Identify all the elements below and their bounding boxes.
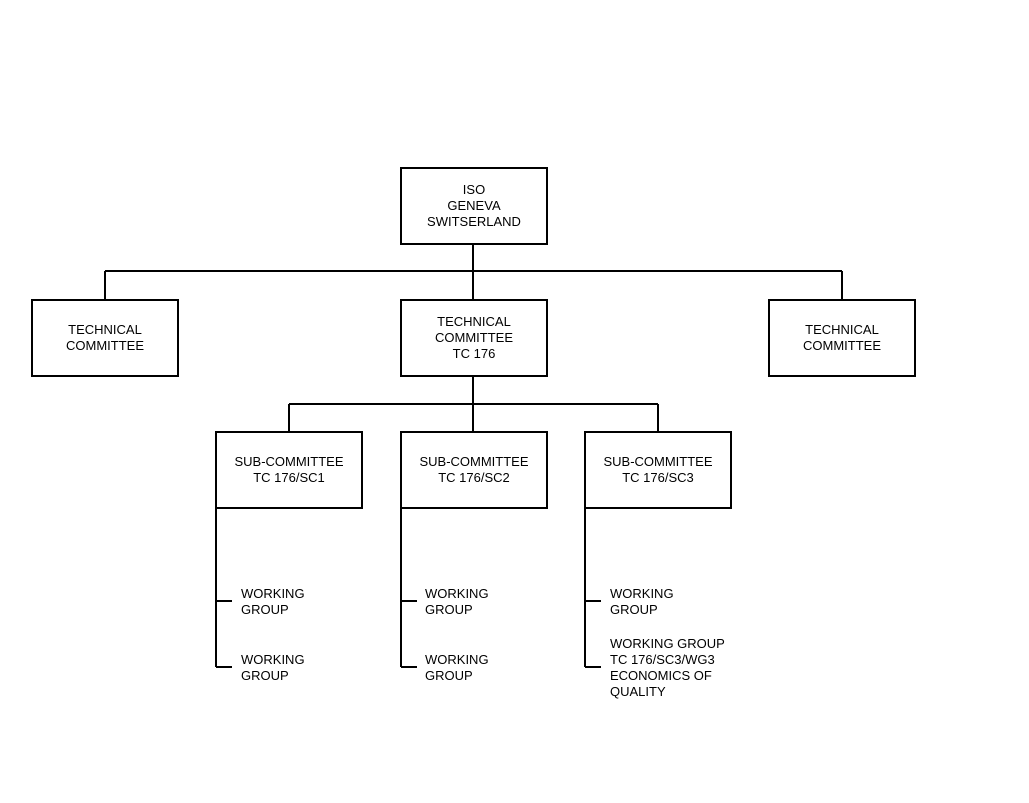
sc2-line-1: SUB-COMMITTEE [419,454,529,469]
sc3-wg1-line-1: WORKING [610,586,674,601]
sc3-working-group-wg3: WORKING GROUP TC 176/SC3/WG3 ECONOMICS O… [610,636,725,700]
sc3-wg1-line-2: GROUP [610,602,658,617]
sc2-working-group-1: WORKING GROUP [425,586,489,618]
subcommittee-sc2-box: SUB-COMMITTEE TC 176/SC2 [400,431,548,509]
sc1-wg1-line-2: GROUP [241,602,289,617]
sc1-working-group-2: WORKING GROUP [241,652,305,684]
sc1-line-2: TC 176/SC1 [253,470,325,485]
sc3-line-2: TC 176/SC3 [622,470,694,485]
sc1-working-group-1: WORKING GROUP [241,586,305,618]
sc3-wg3-line-1: WORKING GROUP [610,636,725,651]
sc2-line-2: TC 176/SC2 [438,470,510,485]
sc2-wg1-line-2: GROUP [425,602,473,617]
sc3-wg3-line-3: ECONOMICS OF [610,668,712,683]
root-line-2: GENEVA [447,198,501,213]
sc1-line-1: SUB-COMMITTEE [234,454,344,469]
sc3-working-group-1: WORKING GROUP [610,586,674,618]
iso-root-box: ISO GENEVA SWITSERLAND [400,167,548,245]
sc3-wg3-line-4: QUALITY [610,684,666,699]
technical-committee-box-3: TECHNICAL COMMITTEE [768,299,916,377]
sc3-line-1: SUB-COMMITTEE [603,454,713,469]
committee-1-line-2: COMMITTEE [66,338,144,353]
committee-1-line-1: TECHNICAL [68,322,142,337]
sc2-working-group-2: WORKING GROUP [425,652,489,684]
sc2-wg2-line-2: GROUP [425,668,473,683]
root-line-1: ISO [462,182,486,197]
sc1-wg1-line-1: WORKING [241,586,305,601]
sc3-wg3-line-2: TC 176/SC3/WG3 [610,652,715,667]
subcommittee-sc1-box: SUB-COMMITTEE TC 176/SC1 [215,431,363,509]
sc2-wg1-line-1: WORKING [425,586,489,601]
subcommittee-sc3-box: SUB-COMMITTEE TC 176/SC3 [584,431,732,509]
committee-2-line-2: COMMITTEE [435,330,513,345]
committee-3-line-1: TECHNICAL [805,322,879,337]
sc2-wg2-line-1: WORKING [425,652,489,667]
sc1-wg2-line-1: WORKING [241,652,305,667]
technical-committee-tc176-box: TECHNICAL COMMITTEE TC 176 [400,299,548,377]
root-line-3: SWITSERLAND [427,214,521,229]
technical-committee-box-1: TECHNICAL COMMITTEE [31,299,179,377]
committee-2-line-1: TECHNICAL [437,314,511,329]
committee-3-line-2: COMMITTEE [803,338,881,353]
committee-2-line-3: TC 176 [452,346,496,361]
sc1-wg2-line-2: GROUP [241,668,289,683]
